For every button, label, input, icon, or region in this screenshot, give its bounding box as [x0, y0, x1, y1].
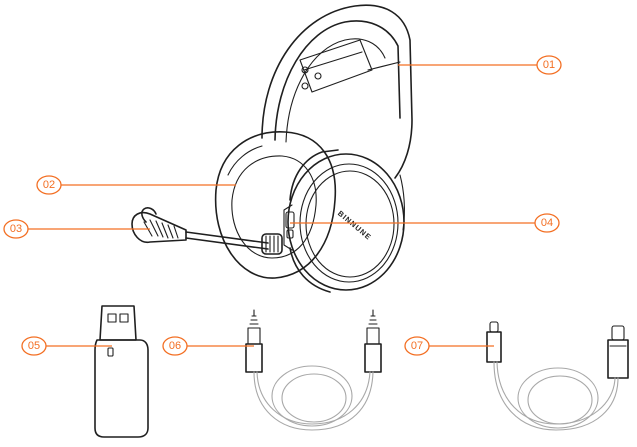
headset: BINNUNE — [132, 5, 412, 292]
ear-cup: BINNUNE — [284, 150, 404, 292]
callout-02: 02 — [37, 176, 236, 194]
audio-cable — [246, 310, 381, 430]
callout-03: 03 — [4, 220, 150, 238]
brand-logo: BINNUNE — [336, 209, 373, 242]
callout-07: 07 — [405, 337, 494, 355]
microphone — [132, 208, 282, 254]
callout-label-02: 02 — [43, 179, 55, 191]
usb-dongle — [95, 306, 148, 437]
callout-label-01: 01 — [543, 59, 555, 71]
callout-01: 01 — [398, 56, 561, 74]
callout-06: 06 — [163, 337, 254, 355]
callout-label-06: 06 — [169, 340, 181, 352]
headband — [262, 5, 412, 178]
callout-label-05: 05 — [28, 340, 40, 352]
callout-label-07: 07 — [411, 340, 423, 352]
callout-label-04: 04 — [541, 217, 553, 229]
callout-label-03: 03 — [10, 223, 22, 235]
usb-c-cable — [487, 322, 628, 430]
